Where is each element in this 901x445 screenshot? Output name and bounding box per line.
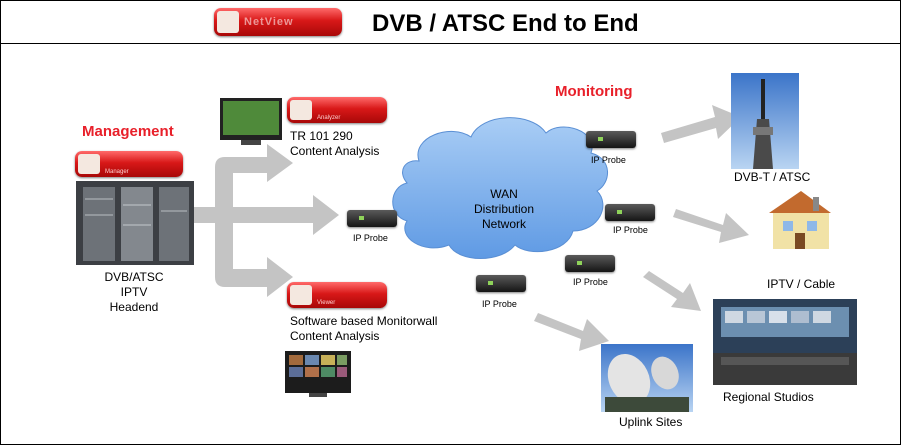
dvbt-tower-picture: [731, 73, 799, 169]
ip-probe-device: [565, 255, 615, 272]
wan-label: WAN Distribution Network: [449, 187, 559, 232]
manager-badge-label: Manager: [105, 169, 129, 175]
viewer-badge: Viewer: [287, 282, 387, 308]
headend-line-1: DVB/ATSC: [104, 270, 164, 284]
ip-probe-device: [476, 275, 526, 292]
wan-line-2: Distribution: [473, 202, 535, 216]
arrow-to-dvbt: [661, 105, 741, 143]
arrow-to-iptv: [673, 209, 749, 243]
headend-arrows: [193, 144, 339, 297]
analyzer-badge-label: Analyzer: [317, 115, 341, 121]
ip-probe-device: [347, 210, 397, 227]
headend-label: DVB/ATSC IPTV Headend: [89, 270, 179, 315]
title-bar: NetView DVB / ATSC End to End: [1, 1, 900, 44]
analyzer-badge: Analyzer: [287, 97, 387, 123]
monitorwall-line-2: Content Analysis: [290, 329, 380, 343]
monitoring-heading: Monitoring: [555, 83, 633, 100]
uplink-label: Uplink Sites: [619, 415, 683, 429]
arrow-to-tr101290: [193, 144, 293, 209]
regional-studios-picture: [713, 299, 857, 385]
netview-logo-badge: NetView: [214, 8, 342, 36]
netview-badge-label: NetView: [244, 16, 294, 28]
wan-line-1: WAN: [490, 187, 518, 201]
headend-line-2: IPTV: [120, 285, 148, 299]
dvbt-label: DVB-T / ATSC: [734, 170, 811, 184]
arrow-to-regional: [643, 271, 701, 311]
headend-line-3: Headend: [109, 300, 159, 314]
ip-probe-label: IP Probe: [613, 225, 648, 235]
tr101290-line-1: TR 101 290: [290, 129, 353, 143]
arrow-to-uplink: [534, 313, 609, 351]
arrow-to-ip-probe: [193, 195, 339, 235]
iptv-label: IPTV / Cable: [767, 277, 836, 291]
wan-cloud: [392, 117, 608, 259]
monitorwall-label: Software based Monitorwall Content Analy…: [290, 314, 437, 344]
tr101290-line-2: Content Analysis: [290, 144, 380, 158]
ip-probe-label: IP Probe: [573, 277, 608, 287]
monitorwall-line-1: Software based Monitorwall: [290, 314, 438, 328]
regional-label: Regional Studios: [723, 390, 814, 404]
manager-badge: Manager: [75, 151, 183, 177]
ip-probe-device: [605, 204, 655, 221]
uplink-dish-picture: [601, 344, 693, 412]
company-logo-icon: [78, 154, 100, 174]
ip-probe-device: [586, 131, 636, 148]
arrow-to-monitorwall: [215, 221, 293, 297]
company-logo-icon: [290, 100, 312, 120]
ip-probe-label: IP Probe: [353, 233, 388, 243]
company-logo-icon: [290, 285, 312, 305]
tr101290-monitor-picture: [220, 98, 282, 145]
page-title: DVB / ATSC End to End: [372, 10, 639, 37]
tr101290-label: TR 101 290 Content Analysis: [290, 129, 379, 159]
wan-line-3: Network: [481, 217, 526, 231]
headend-rack-picture: [76, 181, 194, 265]
viewer-badge-label: Viewer: [317, 300, 336, 306]
house-picture: [769, 191, 831, 249]
ip-probe-label: IP Probe: [482, 299, 517, 309]
monitoring-arrows: [534, 105, 749, 351]
monitorwall-picture: [285, 351, 351, 397]
company-logo-icon: [217, 11, 239, 33]
ip-probe-label: IP Probe: [591, 155, 626, 165]
management-heading: Management: [82, 123, 174, 140]
